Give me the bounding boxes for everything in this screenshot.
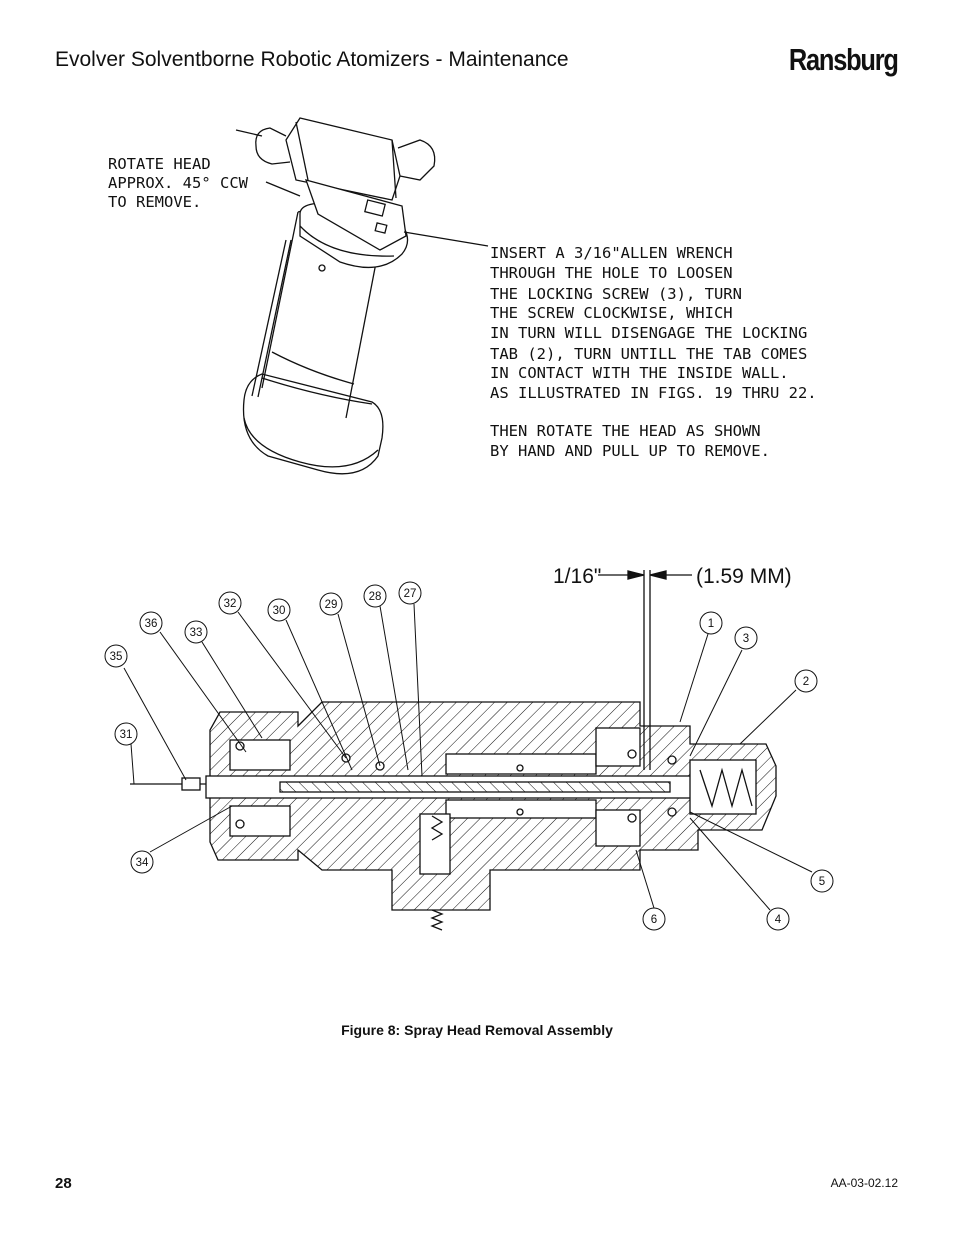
svg-text:AS ILLUSTRATED IN FIGS. 19 THR: AS ILLUSTRATED IN FIGS. 19 THRU 22.: [490, 384, 817, 402]
callout-1: 1: [699, 611, 723, 635]
dimension-inches: 1/16": [553, 565, 601, 588]
svg-text:IN CONTACT WITH THE INSIDE WAL: IN CONTACT WITH THE INSIDE WALL.: [490, 364, 789, 382]
callout-30: 30: [267, 598, 291, 622]
callout-2: 2: [794, 669, 818, 693]
svg-text:36: 36: [145, 618, 158, 630]
callout-5: 5: [810, 869, 834, 893]
svg-text:30: 30: [273, 605, 286, 617]
svg-text:TO REMOVE.: TO REMOVE.: [108, 193, 201, 211]
rotate-head-note: ROTATE HEAD APPROX. 45° CCW TO REMOVE.: [108, 155, 249, 211]
svg-text:TAB (2), TURN UNTILL THE TAB C: TAB (2), TURN UNTILL THE TAB COMES: [490, 345, 807, 363]
figure-caption: Figure 8: Spray Head Removal Assembly: [341, 1022, 613, 1038]
svg-text:THROUGH THE HOLE TO LOOSEN: THROUGH THE HOLE TO LOOSEN: [490, 264, 733, 282]
svg-text:2: 2: [803, 676, 809, 688]
cross-section-drawing: [130, 570, 777, 931]
svg-text:1: 1: [708, 618, 714, 630]
svg-text:27: 27: [404, 588, 417, 600]
svg-text:THE LOCKING SCREW (3), TURN: THE LOCKING SCREW (3), TURN: [490, 285, 742, 303]
svg-text:32: 32: [224, 598, 237, 610]
callout-35: 35: [104, 644, 128, 668]
svg-text:4: 4: [775, 914, 782, 926]
svg-text:BY HAND AND PULL UP TO REMOVE.: BY HAND AND PULL UP TO REMOVE.: [490, 442, 770, 460]
page-number: 28: [55, 1175, 72, 1192]
svg-text:6: 6: [651, 914, 657, 926]
callout-6: 6: [642, 907, 666, 931]
svg-text:THE SCREW CLOCKWISE, WHICH: THE SCREW CLOCKWISE, WHICH: [490, 304, 733, 322]
callout-3: 3: [734, 626, 758, 650]
document-code: AA-03-02.12: [830, 1176, 898, 1190]
svg-text:3: 3: [743, 633, 749, 645]
callout-36: 36: [139, 611, 163, 635]
svg-text:33: 33: [190, 627, 203, 639]
svg-text:APPROX. 45° CCW: APPROX. 45° CCW: [108, 174, 249, 192]
svg-text:ROTATE HEAD: ROTATE HEAD: [108, 155, 211, 173]
callout-leaders: [123, 603, 813, 911]
callout-34: 34: [130, 850, 154, 874]
svg-text:IN TURN WILL DISENGAGE THE LOC: IN TURN WILL DISENGAGE THE LOCKING: [490, 324, 807, 342]
callout-29: 29: [319, 592, 343, 616]
instruction-note: INSERT A 3/16"ALLEN WRENCH THROUGH THE H…: [490, 244, 817, 460]
svg-text:28: 28: [369, 591, 382, 603]
callout-27: 27: [398, 581, 422, 605]
svg-text:35: 35: [110, 651, 123, 663]
callout-31: 31: [114, 722, 138, 746]
svg-text:29: 29: [325, 599, 338, 611]
svg-text:THEN ROTATE THE HEAD AS SHOWN: THEN ROTATE THE HEAD AS SHOWN: [490, 422, 761, 440]
callout-28: 28: [363, 584, 387, 608]
svg-text:5: 5: [819, 876, 825, 888]
callout-33: 33: [184, 620, 208, 644]
callout-4: 4: [766, 907, 790, 931]
svg-text:INSERT A 3/16"ALLEN WRENCH: INSERT A 3/16"ALLEN WRENCH: [490, 244, 733, 262]
brand-logo: Ransburg: [789, 42, 899, 77]
atomizer-isometric-drawing: [235, 117, 489, 475]
callout-32: 32: [218, 591, 242, 615]
page-header-title: Evolver Solventborne Robotic Atomizers -…: [55, 48, 569, 71]
svg-text:34: 34: [136, 857, 149, 869]
dimension-mm: (1.59 MM): [696, 565, 792, 588]
svg-text:31: 31: [120, 729, 133, 741]
